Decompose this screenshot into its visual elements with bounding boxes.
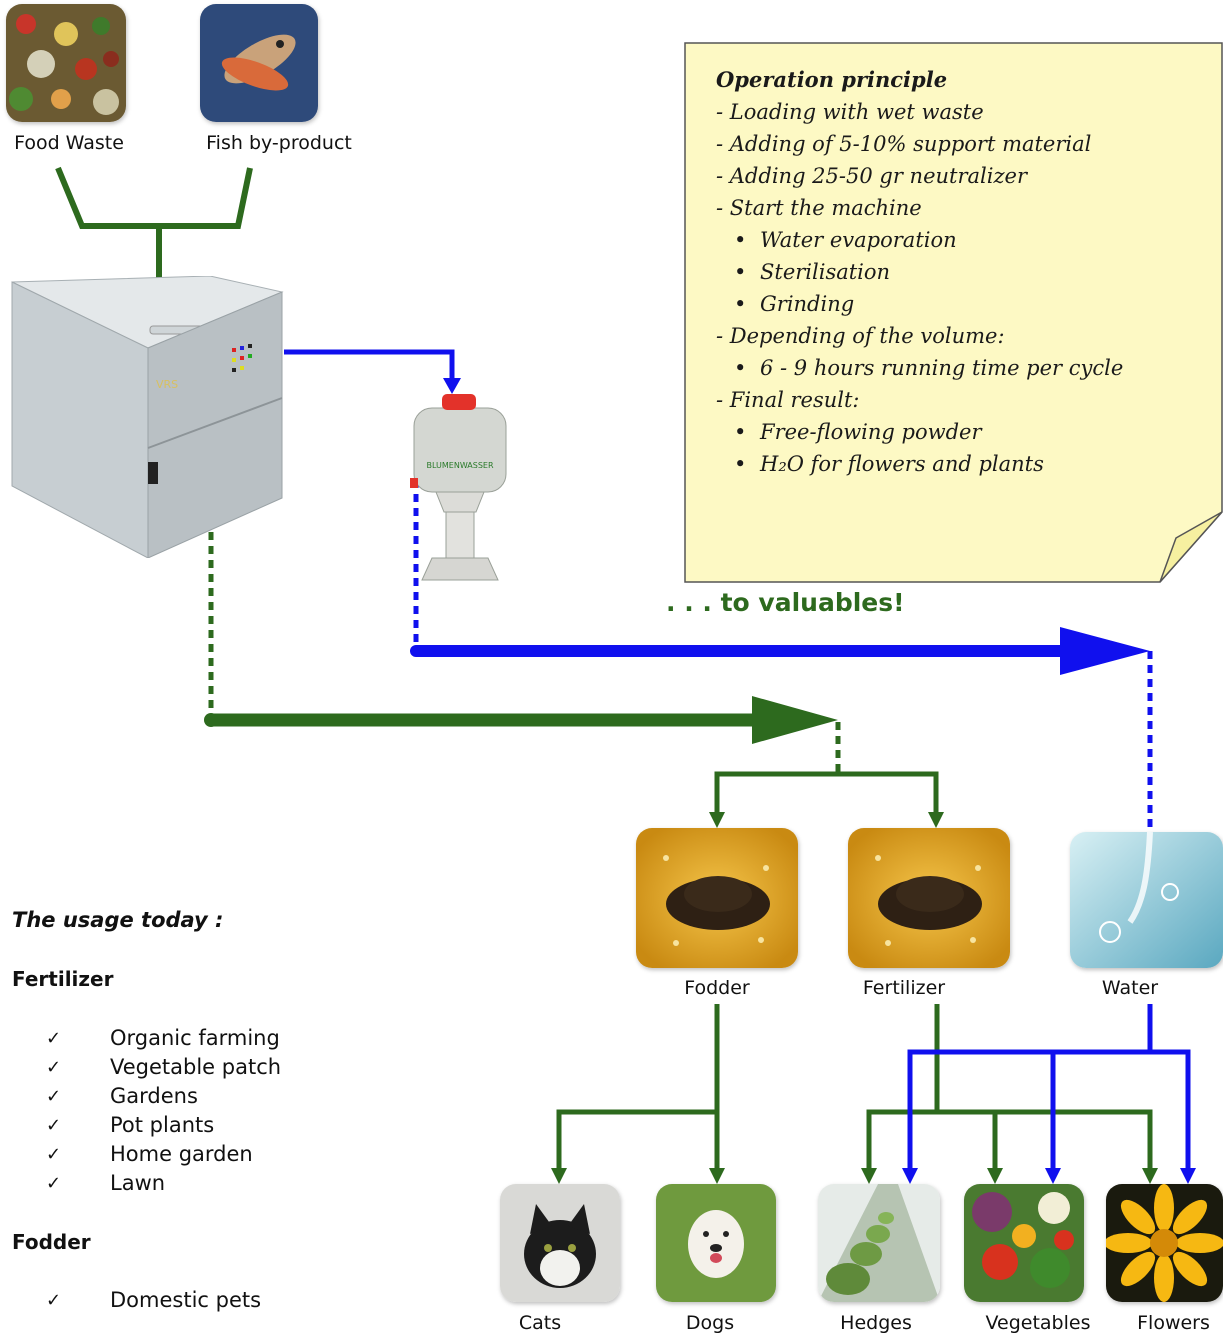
usage-list-item: ✓ Organic farming <box>46 1024 281 1053</box>
usage-item-label: Vegetable patch <box>110 1055 282 1079</box>
note-title: Operation principle <box>716 67 948 92</box>
water-image <box>1070 832 1223 968</box>
machine-label: VRS <box>156 378 178 391</box>
usage-list-item: ✓ Domestic pets <box>46 1286 261 1315</box>
cats-image <box>500 1184 620 1302</box>
cats-label: Cats <box>518 1312 562 1334</box>
note-line: - Loading with wet waste <box>716 100 984 124</box>
usage-item-label: Lawn <box>110 1171 166 1195</box>
note-bullet-item: Sterilisation <box>716 256 1206 288</box>
checkmark-icon: ✓ <box>46 1290 62 1311</box>
food-waste-image <box>6 4 126 122</box>
checkmark-icon: ✓ <box>46 1144 62 1165</box>
water-tank-image: BLUMENWASSER <box>410 394 507 581</box>
usage-item-label: Domestic pets <box>110 1288 262 1312</box>
note-bullet-item: Free-flowing powder <box>716 416 1206 448</box>
checkmark-icon: ✓ <box>46 1028 62 1049</box>
fodder-label: Fodder <box>684 977 750 999</box>
note-line: - Adding 25-50 gr neutralizer <box>716 164 1027 188</box>
food-waste-label: Food Waste <box>14 132 124 154</box>
note-line: - Depending of the volume: <box>716 324 1005 348</box>
water-arrowhead <box>1060 627 1150 675</box>
checkmark-icon: ✓ <box>46 1086 62 1107</box>
hedges-image <box>818 1184 940 1302</box>
water-split <box>907 1049 1191 1170</box>
note-line: - Final result: <box>716 388 860 412</box>
fish-byproduct-label: Fish by-product <box>206 132 352 154</box>
note-bullet-item: Water evaporation <box>716 224 1206 256</box>
tank-pipe <box>284 349 455 380</box>
usage-list-item: ✓ Lawn <box>46 1169 281 1198</box>
flowers-image <box>1106 1184 1223 1302</box>
fish-byproduct-image <box>200 4 318 122</box>
dogs-label: Dogs <box>685 1312 735 1334</box>
note-line: - Adding of 5-10% support material <box>716 132 1092 156</box>
note-bullet-item: 6 - 9 hours running time per cycle <box>716 352 1206 384</box>
vegetables-image <box>964 1184 1084 1302</box>
dogs-image <box>656 1184 776 1302</box>
operation-principle-note: Operation principle - Loading with wet w… <box>716 64 1206 480</box>
fodder-usage-list: ✓ Domestic pets <box>46 1286 261 1315</box>
to-valuables-label: . . . to valuables! <box>666 588 905 617</box>
vrs-machine-image: VRS <box>11 276 284 558</box>
checkmark-icon: ✓ <box>46 1057 62 1078</box>
usage-item-label: Organic farming <box>110 1026 280 1050</box>
fodder-image <box>636 828 798 968</box>
checkmark-icon: ✓ <box>46 1173 62 1194</box>
note-bullet-item: Grinding <box>716 288 1206 320</box>
tank-pipe-arrowhead <box>443 378 461 394</box>
usage-item-label: Pot plants <box>110 1113 215 1137</box>
split-fodder-fertilizer <box>714 771 939 816</box>
fertilizer-usage-list: ✓ Organic farming ✓ Vegetable patch ✓ Gardens… <box>46 1024 281 1198</box>
usage-list-item: ✓ Pot plants <box>46 1111 281 1140</box>
water-label: Water <box>1101 977 1159 999</box>
fodder-heading: Fodder <box>12 1230 91 1254</box>
checkmark-icon: ✓ <box>46 1115 62 1136</box>
fertilizer-image <box>848 828 1010 968</box>
input-funnel <box>55 166 253 229</box>
note-line: - Start the machine <box>716 196 922 220</box>
flowers-label: Flowers <box>1137 1312 1210 1334</box>
vegetables-label: Vegetables <box>985 1312 1091 1334</box>
fodder-split <box>556 1109 720 1170</box>
usage-item-label: Home garden <box>110 1142 253 1166</box>
powder-arrowhead <box>752 696 838 744</box>
usage-title: The usage today : <box>12 908 224 932</box>
tank-label: BLUMENWASSER <box>426 461 494 470</box>
note-lines: - Loading with wet waste - Adding of 5-10… <box>716 96 1206 480</box>
usage-list-item: ✓ Gardens <box>46 1082 281 1111</box>
note-bullet-item: H₂O for flowers and plants <box>716 448 1206 480</box>
fertilizer-split <box>866 1109 1153 1170</box>
hedges-label: Hedges <box>840 1312 912 1334</box>
usage-list-item: ✓ Home garden <box>46 1140 281 1169</box>
fertilizer-label: Fertilizer <box>862 977 946 999</box>
usage-list-item: ✓ Vegetable patch <box>46 1053 281 1082</box>
fertilizer-heading: Fertilizer <box>12 967 114 991</box>
usage-item-label: Gardens <box>110 1084 198 1108</box>
